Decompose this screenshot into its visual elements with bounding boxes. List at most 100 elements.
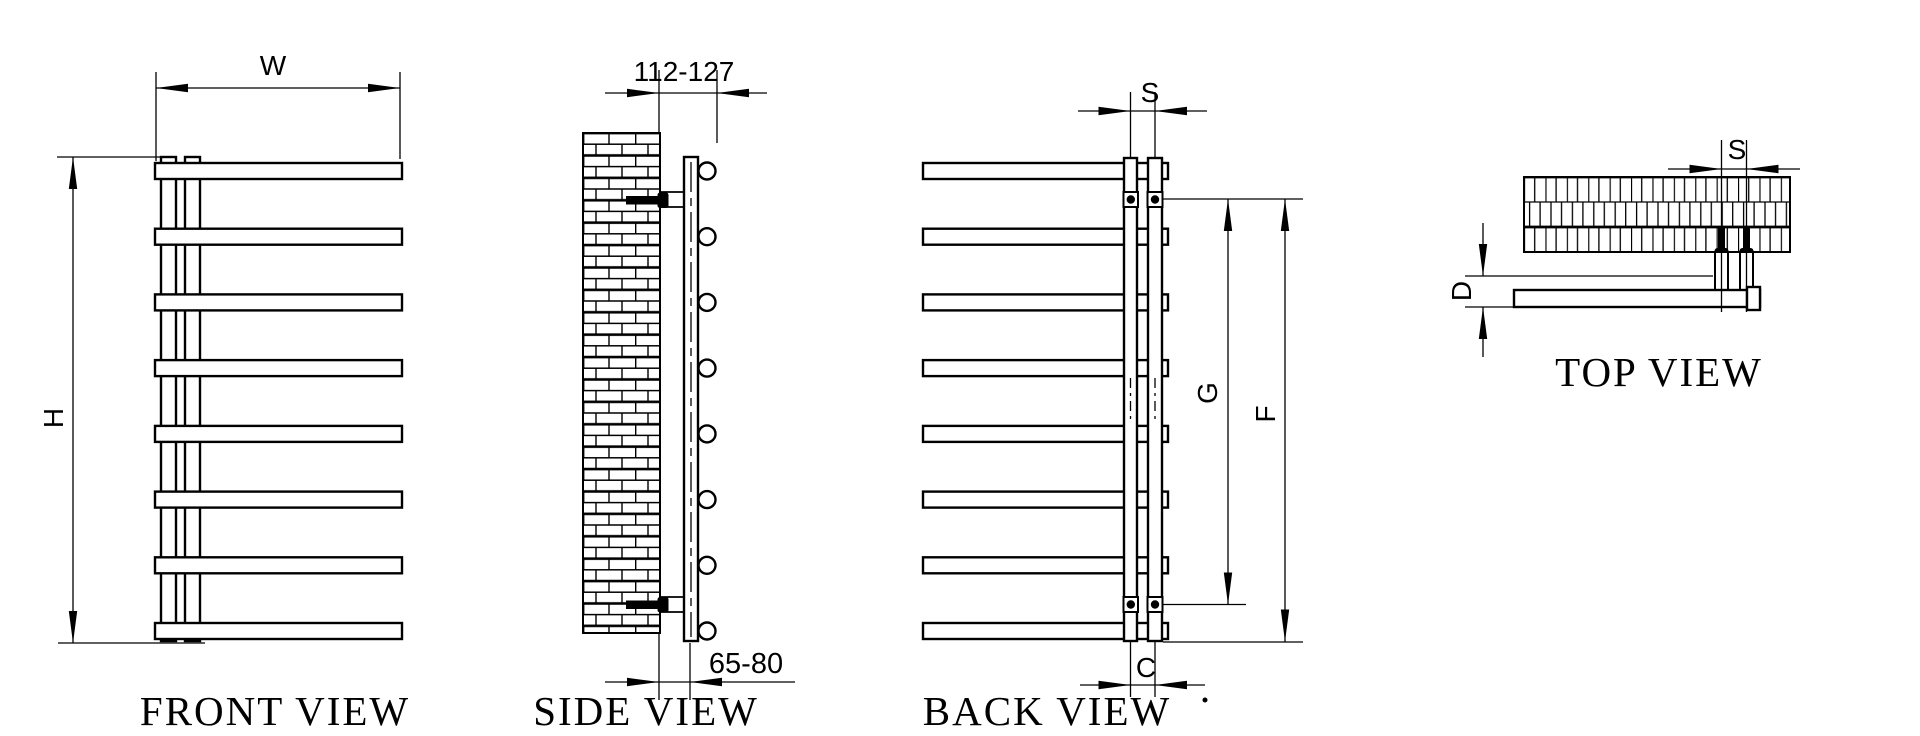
- towel-rail: [921, 556, 1170, 575]
- dimension-d: D: [1446, 223, 1488, 357]
- towel-rail: [921, 424, 1170, 444]
- rail-end: [697, 621, 717, 641]
- rail-end: [697, 292, 717, 313]
- arrowhead-icon: [1098, 680, 1131, 690]
- arrowhead-icon: [1280, 609, 1290, 642]
- bottom-fixing: [626, 596, 684, 613]
- wall-section-top: [1523, 176, 1791, 253]
- towel-rail: [921, 227, 1170, 246]
- reference-lines: [1162, 198, 1303, 643]
- rail-end: [697, 555, 717, 575]
- riser-tube: [1122, 156, 1139, 643]
- dimension-g: G: [1192, 199, 1233, 605]
- rail-end: [697, 358, 717, 378]
- towel-rail: [153, 227, 404, 246]
- top-view-title: TOP VIEW: [1555, 349, 1763, 395]
- towel-rail: [921, 490, 1170, 509]
- dimension-h: H: [38, 156, 205, 644]
- arrowhead-icon: [1223, 572, 1233, 605]
- towel-rail: [921, 358, 1170, 378]
- top-fixing: [626, 191, 684, 208]
- reference-lines: [1465, 275, 1713, 308]
- arrowhead-icon: [1746, 164, 1779, 174]
- dimension-w: W: [155, 50, 401, 161]
- dim-label-wall-offset: 112-127: [634, 56, 735, 87]
- dim-label-lower-wall-offset: 65-80: [709, 648, 783, 680]
- dimension-wall-offset: 112-127: [605, 56, 767, 143]
- dim-label-s-back: S: [1141, 77, 1160, 108]
- riser-tube: [1146, 156, 1164, 643]
- towel-rail: [153, 358, 404, 378]
- arrowhead-icon: [1223, 199, 1233, 231]
- front-view-title: FRONT VIEW: [140, 688, 410, 734]
- dimension-s-top: S: [1668, 134, 1800, 312]
- towel-rail: [153, 424, 404, 444]
- dimension-lower-wall-offset: 65-80: [605, 633, 795, 700]
- arrowhead-icon: [1155, 680, 1187, 690]
- dim-label-c: C: [1136, 652, 1156, 683]
- arrowhead-icon: [690, 677, 722, 687]
- towel-rail: [921, 293, 1170, 312]
- arrowhead-icon: [1280, 199, 1290, 231]
- arrowhead-icon: [1098, 106, 1131, 116]
- towel-rail: [153, 161, 404, 181]
- stray-dot: [1202, 697, 1208, 703]
- arrowhead-icon: [627, 677, 659, 687]
- arrowhead-icon: [627, 88, 659, 98]
- towel-rail: [921, 161, 1170, 181]
- front-view: W H FRONT VIEW: [38, 50, 410, 734]
- front-risers: [159, 155, 202, 643]
- top-view: D S TOP VIEW: [1446, 134, 1800, 395]
- arrowhead-icon: [68, 157, 78, 189]
- arrowhead-icon: [717, 88, 749, 98]
- dim-label-g: G: [1192, 382, 1223, 404]
- arrowhead-icon: [368, 83, 400, 93]
- screw-head-icon: [657, 597, 669, 613]
- wall-section: [582, 132, 661, 634]
- arrowhead-icon: [1155, 106, 1187, 116]
- riser-tube: [159, 155, 178, 643]
- towel-rail: [921, 621, 1170, 641]
- wall-brackets: [1122, 191, 1164, 613]
- dimension-s-back: S: [1078, 77, 1207, 158]
- bolt-icon: [1126, 195, 1136, 204]
- towel-rail-top: [1512, 288, 1762, 309]
- bolt-icon: [1126, 600, 1136, 609]
- dim-label-h: H: [38, 408, 69, 428]
- arrowhead-icon: [1478, 244, 1488, 276]
- back-risers: [1122, 156, 1164, 643]
- front-rails: [153, 161, 404, 641]
- dimension-f: F: [1250, 199, 1290, 642]
- back-view-title: BACK VIEW: [923, 688, 1171, 734]
- arrowhead-icon: [1478, 307, 1488, 339]
- rail-ends: [697, 161, 717, 641]
- side-view-title: SIDE VIEW: [533, 688, 759, 734]
- arrowhead-icon: [156, 83, 188, 93]
- dim-label-f: F: [1250, 405, 1281, 422]
- bolt-icon: [1150, 195, 1160, 204]
- towel-rail: [153, 293, 404, 312]
- rail-end-cap: [1745, 285, 1762, 312]
- riser-tube: [183, 155, 202, 643]
- towel-rail: [153, 556, 404, 575]
- arrowhead-icon: [1689, 164, 1722, 174]
- towel-rail: [153, 490, 404, 509]
- bolt-icon: [1150, 600, 1160, 609]
- rail-end: [697, 489, 717, 510]
- back-view: S G F C BACK VIEW: [921, 77, 1303, 734]
- rail-end: [697, 424, 717, 444]
- towel-rail: [153, 621, 404, 641]
- dim-label-s-top: S: [1728, 134, 1747, 165]
- screw-head-icon: [657, 192, 669, 208]
- dim-label-d: D: [1446, 281, 1477, 301]
- screw-icon: [626, 196, 660, 205]
- back-rails: [921, 161, 1170, 641]
- screw-icon: [626, 600, 660, 609]
- rail-end: [697, 226, 717, 247]
- side-view: 112-127 65-80 SIDE VIEW: [533, 56, 795, 734]
- dimension-c: C: [1080, 641, 1205, 697]
- rail-end: [697, 161, 717, 181]
- dim-label-w: W: [260, 50, 287, 81]
